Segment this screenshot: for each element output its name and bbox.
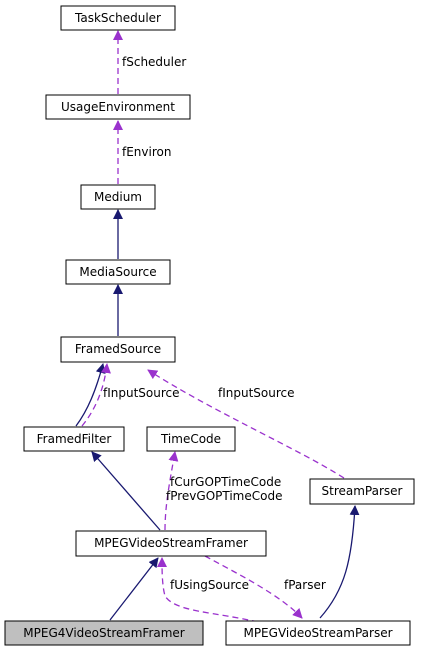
node-framed-filter[interactable]: FramedFilter	[23, 426, 125, 452]
edge-mpeg4framer-mpegframer	[109, 557, 159, 621]
svg-text:FramedSource: FramedSource	[75, 342, 161, 356]
node-framed-source[interactable]: FramedSource	[60, 336, 176, 363]
node-stream-parser[interactable]: StreamParser	[309, 478, 415, 505]
edge-label-fscheduler: fScheduler	[122, 55, 186, 69]
edge-label-fenviron: fEnviron	[122, 145, 171, 159]
svg-text:UsageEnvironment: UsageEnvironment	[61, 100, 175, 114]
edge-label-fprevgoptimecode: fPrevGOPTimeCode	[166, 489, 282, 503]
edge-label-finputsource-right: fInputSource	[218, 386, 295, 400]
svg-text:MPEG4VideoStreamFramer: MPEG4VideoStreamFramer	[23, 626, 185, 640]
svg-text:MPEGVideoStreamParser: MPEGVideoStreamParser	[243, 626, 392, 640]
node-mpeg4-video-stream-framer[interactable]: MPEG4VideoStreamFramer	[4, 620, 204, 646]
svg-text:FramedFilter: FramedFilter	[37, 432, 112, 446]
edge-mpegparser-streamparser	[319, 505, 360, 619]
node-media-source[interactable]: MediaSource	[65, 259, 171, 285]
node-medium[interactable]: Medium	[80, 184, 156, 210]
edge-label-finputsource-left: fInputSource	[103, 386, 180, 400]
svg-text:StreamParser: StreamParser	[322, 484, 403, 498]
edge-framedfilter-finputsource	[81, 363, 111, 427]
edge-mpegframer-timecode	[164, 451, 179, 531]
svg-text:TimeCode: TimeCode	[160, 432, 221, 446]
edge-fusingsource	[157, 557, 259, 623]
node-usage-environment[interactable]: UsageEnvironment	[45, 94, 191, 120]
node-task-scheduler[interactable]: TaskScheduler	[60, 5, 176, 31]
node-mpeg-video-stream-parser[interactable]: MPEGVideoStreamParser	[225, 620, 411, 646]
edge-fparser	[204, 555, 303, 619]
node-time-code[interactable]: TimeCode	[146, 426, 236, 452]
edge-streamparser-finputsource	[147, 369, 345, 479]
svg-text:Medium: Medium	[94, 190, 142, 204]
edge-label-fparser: fParser	[284, 578, 326, 592]
node-mpeg-video-stream-framer[interactable]: MPEGVideoStreamFramer	[75, 530, 267, 557]
edge-label-fcurgoptimecode: fCurGOPTimeCode	[170, 475, 281, 489]
svg-text:MediaSource: MediaSource	[79, 265, 156, 279]
edge-mpegframer-framedfilter	[91, 451, 161, 531]
edge-label-fusingsource: fUsingSource	[170, 578, 249, 592]
svg-text:TaskScheduler: TaskScheduler	[74, 11, 161, 25]
svg-text:MPEGVideoStreamFramer: MPEGVideoStreamFramer	[94, 536, 248, 550]
